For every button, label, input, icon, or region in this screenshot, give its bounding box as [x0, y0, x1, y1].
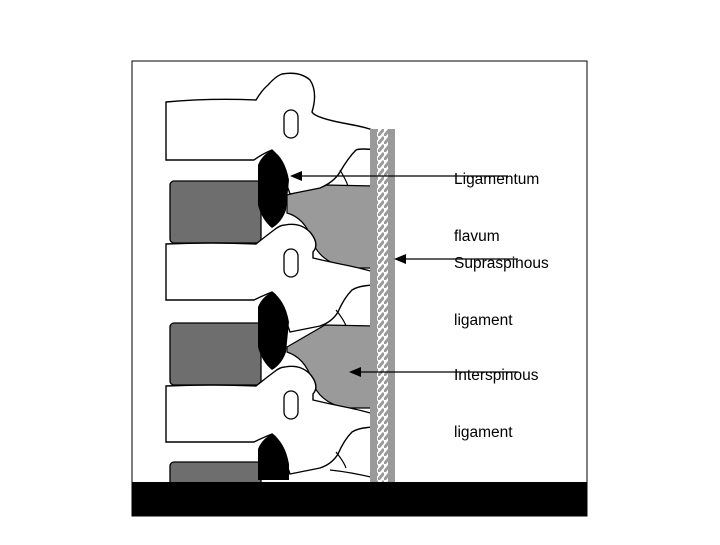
- foramen-lower: [283, 390, 299, 420]
- floor-bar: [132, 482, 587, 516]
- arrow-supraspinous: [394, 254, 518, 264]
- foramen-upper: [283, 109, 299, 139]
- disc-upper: [169, 180, 262, 244]
- ligamentum-flavum-lower: [258, 434, 289, 480]
- facet-line-upper: [339, 169, 349, 187]
- label-supraspinous-ligament: Supraspinous ligament: [454, 216, 549, 349]
- label-ligamentum-flavum-line2: flavum: [454, 228, 500, 245]
- foramen-middle: [283, 248, 299, 278]
- facet-line-middle: [335, 309, 347, 327]
- label-ligamentum-flavum-line1: Ligamentum: [454, 171, 540, 188]
- facet-line-lower: [335, 451, 347, 469]
- label-supraspinous-line2: ligament: [454, 312, 513, 329]
- label-supraspinous-line1: Supraspinous: [454, 255, 549, 272]
- label-ligamentum-flavum: Ligamentum flavum: [454, 132, 539, 265]
- arrow-ligamentum-flavum: [290, 171, 508, 181]
- arrow-interspinous: [349, 367, 518, 377]
- ligamentum-flavum-middle: [258, 292, 289, 370]
- ligamentum-flavum-upper: [258, 150, 289, 228]
- disc-middle: [169, 322, 262, 386]
- label-interspinous-line1: Interspinous: [454, 367, 539, 384]
- label-interspinous-ligament: Interspinous ligament: [454, 328, 538, 461]
- supraspinous-ligament-hatch: [377, 129, 388, 485]
- label-interspinous-line2: ligament: [454, 424, 513, 441]
